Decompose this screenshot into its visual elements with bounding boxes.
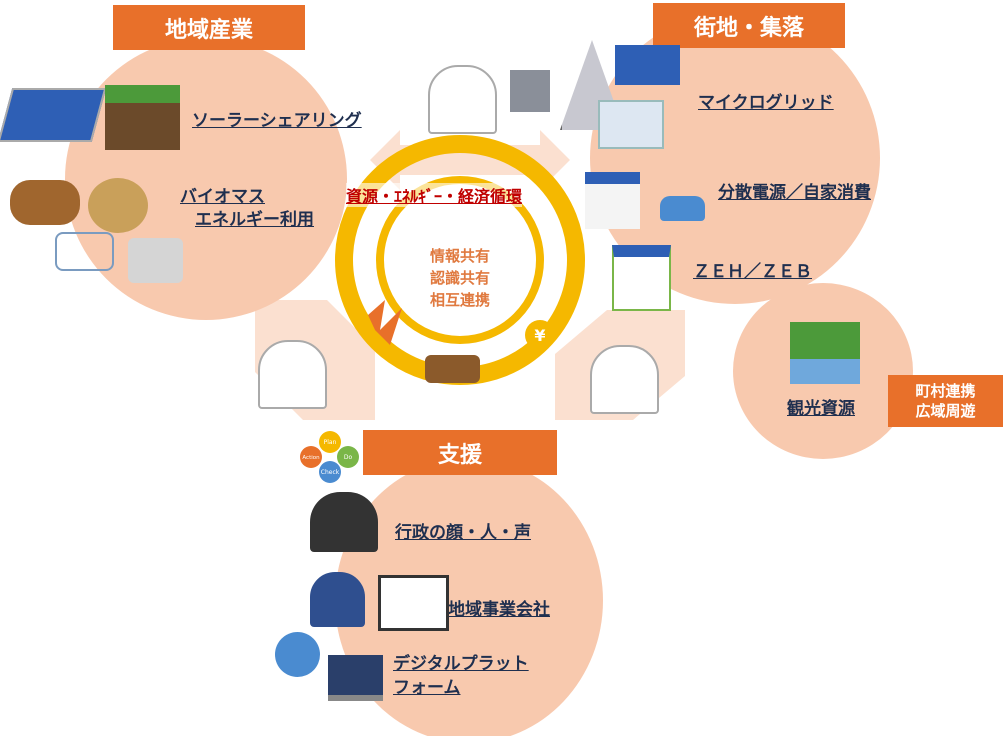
label-zeh-zeb: ＺＥＨ／ＺＥＢ — [693, 262, 812, 282]
handshake-icon — [258, 340, 327, 409]
label-energy-use: エネルギー利用 — [195, 210, 314, 230]
school-icon — [598, 100, 664, 149]
pdca-check: Check — [321, 469, 340, 476]
tourism-tag: 町村連携 広域周遊 — [888, 375, 1003, 427]
house-solar-icon — [585, 172, 640, 229]
ev-car-icon — [660, 196, 705, 221]
center-line: 認識共有 — [429, 269, 490, 287]
laptop-icon — [328, 655, 383, 701]
label-local-company: 地域事業会社 — [448, 600, 550, 620]
solar-panel-icon — [0, 88, 107, 142]
support-title: 支援 — [363, 430, 557, 475]
industry-title: 地域産業 — [113, 5, 305, 50]
pdca-icon: Plan Do Check Action — [300, 431, 359, 483]
solar-array-icon — [615, 45, 680, 85]
tag-line: 広域周遊 — [915, 402, 976, 420]
cycle-ring: ¥ — [335, 135, 585, 385]
center-line: 情報共有 — [429, 247, 490, 265]
label-biomass: バイオマス — [180, 187, 265, 207]
seeds-icon — [88, 178, 148, 233]
label-tourism: 観光資源 — [787, 399, 855, 419]
label-digital-platform-2: フォーム — [393, 678, 461, 698]
pdca-do: Do — [344, 454, 353, 461]
yen-coin-icon — [525, 320, 555, 350]
officials-icon — [310, 492, 378, 552]
handshake-icon — [428, 65, 497, 134]
building-icon — [510, 70, 550, 112]
logs-icon — [10, 180, 80, 225]
center-lines: 情報共有 認識共有 相互連携 — [410, 245, 510, 311]
yen-symbol: ¥ — [534, 326, 545, 345]
label-digital-platform: デジタルプラット — [393, 654, 529, 674]
town-title: 街地・集落 — [653, 3, 845, 48]
lightning-icon — [368, 300, 402, 345]
train-landscape-icon — [790, 322, 860, 384]
center-line: 相互連携 — [429, 291, 490, 309]
crop-field-icon — [105, 85, 180, 150]
pdca-plan: Plan — [324, 439, 337, 446]
label-distributed-power: 分散電源／自家消費 — [718, 183, 871, 203]
pdca-action: Action — [302, 455, 320, 461]
globe-icon — [275, 632, 320, 677]
cycle-label: 資源・ｴﾈﾙｷﾞｰ・経済循環 — [346, 183, 523, 207]
worker-icon — [310, 572, 365, 627]
tank-icon — [128, 238, 183, 283]
wood-chips-icon — [425, 355, 480, 383]
label-government: 行政の顔・人・声 — [395, 523, 531, 543]
pc-operator-icon — [378, 575, 449, 631]
fish-bone-icon — [55, 232, 114, 271]
zeh-house-icon — [612, 245, 671, 311]
tag-line: 町村連携 — [915, 382, 976, 400]
handshake-icon — [590, 345, 659, 414]
label-solar-sharing: ソーラーシェアリング — [192, 111, 362, 131]
label-microgrid: マイクログリッド — [698, 93, 834, 113]
